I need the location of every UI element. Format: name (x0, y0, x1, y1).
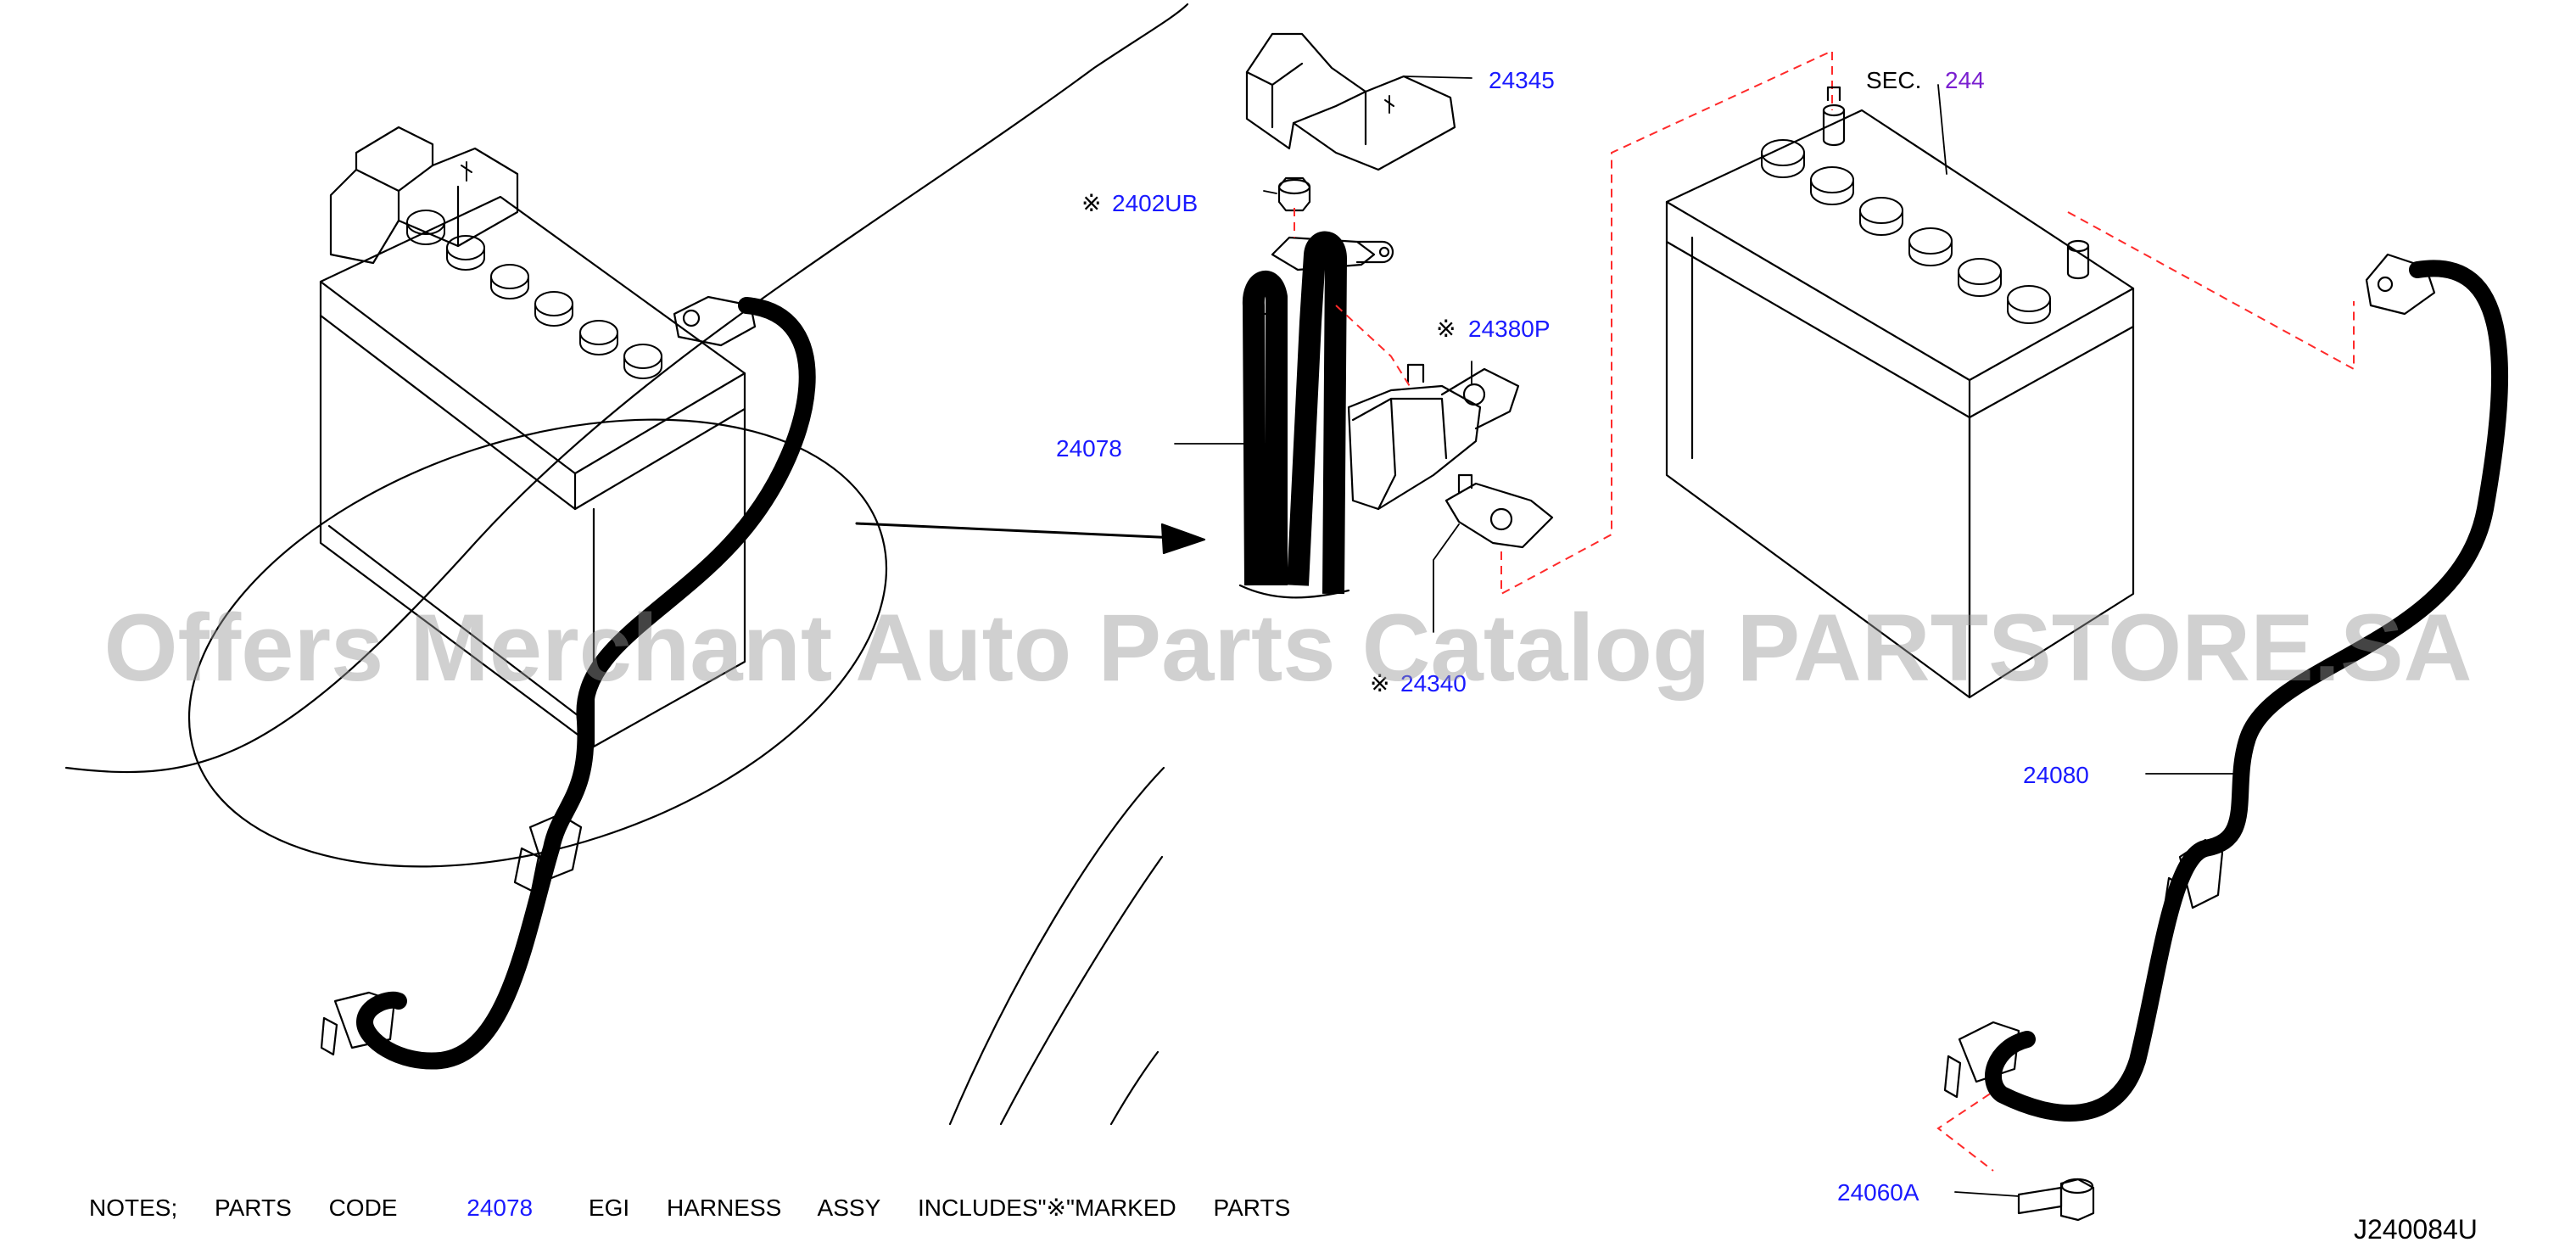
notes-includes: INCLUDES"※"MARKED (918, 1195, 1176, 1221)
part-label-24340[interactable]: 24340 (1400, 670, 1467, 697)
right-cable-clip-lower (1943, 1021, 2020, 1099)
left-ground-cable (356, 297, 816, 1070)
right-cable-clip-upper (2162, 838, 2224, 920)
part-label-24078[interactable]: 24078 (1056, 435, 1122, 462)
notes-prefix: NOTES; (89, 1195, 178, 1221)
part-label-2402UB[interactable]: 2402UB (1112, 190, 1199, 216)
dashed-line-neg-terminal (2067, 211, 2355, 371)
dashed-line-bolt (1936, 1085, 2003, 1172)
ground-cable-24080 (1985, 260, 2509, 1122)
arrow-head (1160, 523, 1206, 555)
section-prefix: SEC. (1866, 67, 1922, 93)
harness-cables-24078 (1238, 231, 1394, 599)
notes-egi: EGI (588, 1195, 630, 1221)
fender-curve-2 (999, 855, 1164, 1126)
arrow-line (855, 522, 1198, 540)
notes-assy: ASSY (817, 1195, 881, 1221)
notes-marked-parts: PARTS (1213, 1195, 1291, 1221)
cable-end-terminal (2365, 253, 2436, 316)
part-label-24060A[interactable]: 24060A (1837, 1179, 1919, 1206)
fender-curve-1 (948, 766, 1165, 1126)
fender-curve-3 (1109, 1050, 1159, 1126)
part-label-24380P[interactable]: 24380P (1468, 316, 1551, 342)
dashed-line-cable-to-fuse (1335, 305, 1413, 391)
included-mark-2402UB: ※ (1081, 190, 1102, 216)
body-outline-curve (64, 3, 1189, 774)
left-cable-clip-lower (320, 991, 396, 1056)
section-link-244[interactable]: 244 (1945, 67, 1985, 93)
dashed-line-clamp-to-battery (1500, 49, 1833, 596)
included-mark-24380P: ※ (1436, 316, 1456, 342)
notes-code-value[interactable]: 24078 (467, 1195, 534, 1221)
part-label-24080[interactable]: 24080 (2023, 762, 2089, 788)
included-mark-24340: ※ (1370, 670, 1390, 697)
diagram-id: J240084U (2354, 1214, 2478, 1245)
notes-parts: PARTS (215, 1195, 292, 1221)
bolt-24060A (2017, 1178, 2095, 1222)
terminal-cover-24345 (1245, 32, 1456, 171)
nut-2402UB (1277, 176, 1311, 212)
right-battery-illustration (1665, 86, 2135, 699)
left-cable-clip-upper (513, 813, 583, 892)
left-battery-illustration (319, 126, 757, 748)
part-label-24345[interactable]: 24345 (1489, 67, 1555, 93)
notes-line: NOTES; PARTS CODE 24078 EGI HARNESS ASSY… (89, 1196, 1321, 1220)
leader-lines (1174, 76, 2249, 1197)
detail-circle (187, 418, 888, 868)
fusible-link-24380P (1347, 363, 1520, 511)
notes-harness: HARNESS (666, 1195, 782, 1221)
notes-code: CODE (328, 1195, 398, 1221)
terminal-clamp-24340 (1444, 473, 1554, 549)
